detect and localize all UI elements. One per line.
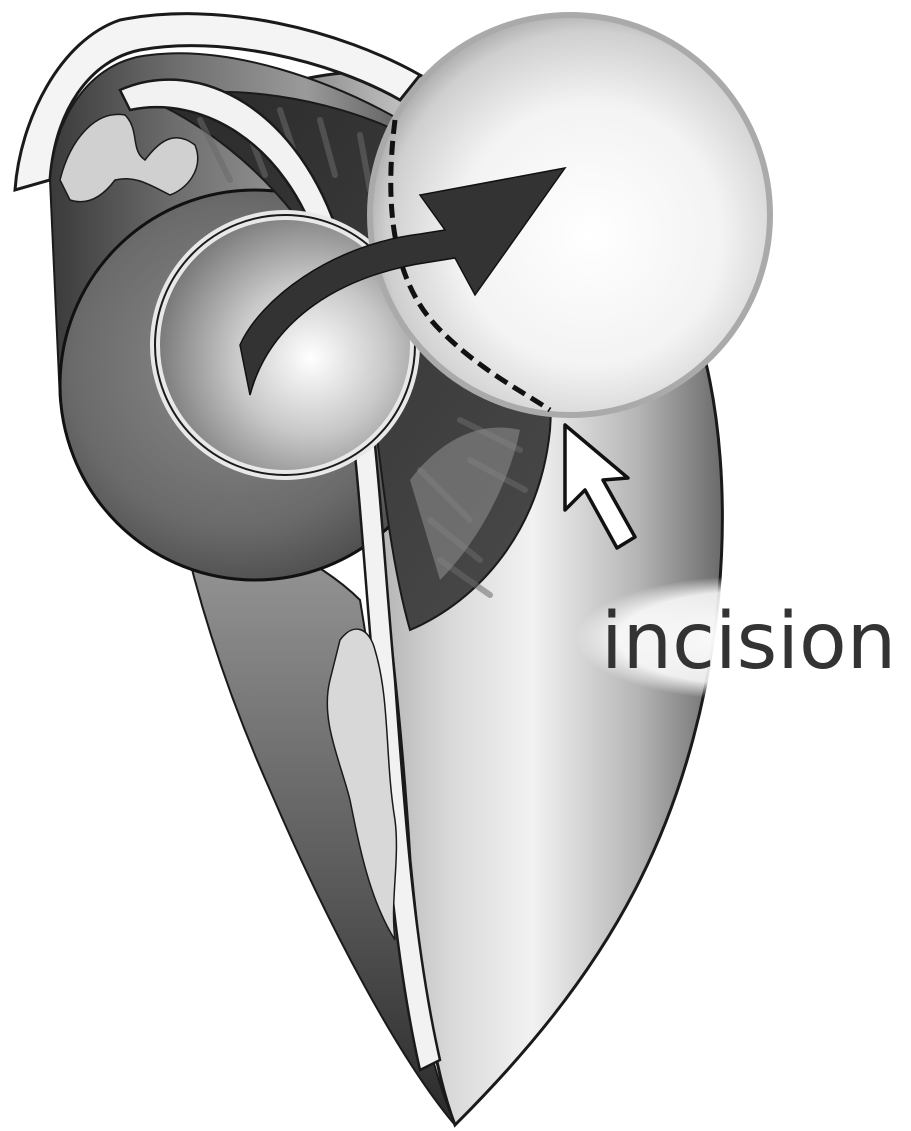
lens-extracted (370, 15, 770, 415)
incision-label: incision (601, 597, 896, 687)
